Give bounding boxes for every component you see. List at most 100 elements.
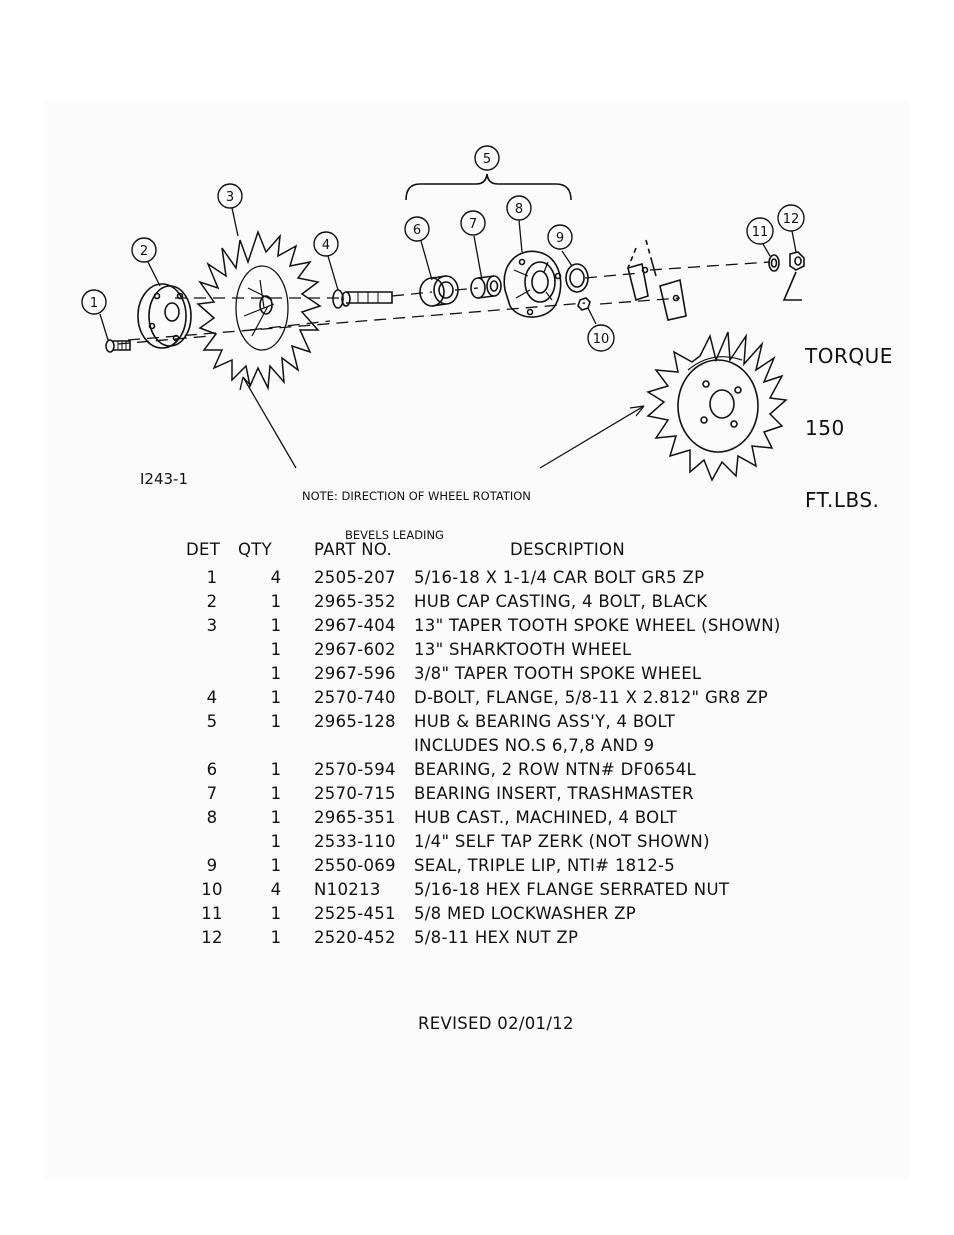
cell-det: 12 [201, 927, 223, 947]
header-qty: QTY [238, 540, 273, 559]
callout-9: 9 [556, 231, 564, 246]
cell-part-no: 2965-351 [314, 807, 396, 827]
bearing-part-6 [419, 275, 459, 307]
cell-det: 9 [206, 855, 218, 875]
cell-description: 5/8 MED LOCKWASHER ZP [414, 903, 637, 923]
cell-description: 1/4" SELF TAP ZERK (NOT SHOWN) [414, 831, 710, 851]
drawing-sheet [44, 100, 910, 1180]
cell-qty: 1 [270, 639, 282, 659]
cell-det: 4 [206, 687, 218, 707]
cell-det: 6 [206, 759, 218, 779]
cell-part-no: 2525-451 [314, 903, 396, 923]
cell-description: SEAL, TRIPLE LIP, NTI# 1812-5 [414, 855, 676, 875]
callout-11-circle [746, 217, 774, 245]
callout-7-circle [460, 210, 486, 236]
rotation-note: NOTE: DIRECTION OF WHEEL ROTATION BEVELS… [302, 464, 531, 555]
table-row: 1 2967-596 3/8" TAPER TOOTH SPOKE WHEEL [186, 661, 781, 685]
frame-arm [627, 239, 687, 321]
callout-6-circle [404, 216, 430, 242]
cell-qty: 4 [270, 567, 282, 587]
callout-10-circle [587, 324, 615, 352]
callout-2: 2 [140, 244, 148, 259]
callout-8-circle [506, 195, 532, 221]
cell-description: BEARING INSERT, TRASHMASTER [414, 783, 694, 803]
cell-part-no: 2570-594 [314, 759, 396, 779]
cell-det: 8 [206, 807, 218, 827]
callout-9-circle [547, 224, 573, 250]
cell-description: 5/8-11 HEX NUT ZP [414, 927, 579, 947]
cell-det: 2 [206, 591, 218, 611]
cell-det [186, 829, 238, 853]
cell-det: 7 [206, 783, 218, 803]
torque-unit: FT.LBS. [805, 488, 880, 512]
cell-part-no: 2505-207 [314, 567, 396, 587]
cell-qty: 1 [270, 615, 282, 635]
hex-nut-part-12 [789, 251, 805, 271]
torque-spec: TORQUE 150 FT.LBS. [805, 296, 893, 536]
header-part-no: PART NO. [314, 540, 393, 559]
cell-part-no: 2965-128 [314, 711, 396, 731]
cell-description: INCLUDES NO.S 6,7,8 AND 9 [414, 735, 655, 755]
cell-qty: 4 [270, 879, 282, 899]
table-row: INCLUDES NO.S 6,7,8 AND 9 [186, 733, 781, 757]
hub-cap-part-2 [137, 283, 192, 349]
cell-part-no: 2520-452 [314, 927, 396, 947]
cell-qty: 1 [270, 783, 282, 803]
cell-part-no: N10213 [314, 879, 381, 899]
callout-4-circle [313, 231, 339, 257]
callout-3: 3 [226, 190, 234, 205]
callout-1: 1 [90, 296, 98, 311]
bearing-insert-part-7 [470, 275, 502, 299]
cell-det [186, 733, 238, 757]
spoke-wheel-part-3 [196, 229, 322, 391]
revision-date: REVISED 02/01/12 [418, 1014, 574, 1033]
assembly-centerlines [117, 261, 771, 345]
spoke-wheel-front-view [646, 331, 788, 482]
cell-description: HUB & BEARING ASS'Y, 4 BOLT [414, 711, 676, 731]
torque-value: 150 [805, 416, 845, 440]
cell-description: 3/8" TAPER TOOTH SPOKE WHEEL [414, 663, 702, 683]
callout-numbers: 1 2 3 4 5 6 7 8 9 10 11 12 [90, 152, 799, 347]
cell-part-no: 2967-404 [314, 615, 396, 635]
torque-leader [782, 271, 802, 301]
torque-label: TORQUE [805, 344, 893, 368]
cell-part-no: 2533-110 [314, 831, 396, 851]
cell-det: 11 [201, 903, 223, 923]
cell-description: BEARING, 2 ROW NTN# DF0654L [414, 759, 697, 779]
assembly-bracket-5 [405, 173, 572, 201]
exploded-assembly-diagram: 1 2 3 4 5 6 7 8 9 10 11 12 [81, 145, 805, 482]
callout-12: 12 [783, 212, 800, 227]
hub-casting-part-8 [503, 250, 562, 318]
cell-det: 5 [206, 711, 218, 731]
note-line-2: BEVELS LEADING [345, 528, 444, 542]
callout-5: 5 [483, 152, 491, 167]
cell-qty: 1 [270, 807, 282, 827]
lockwasher-part-11 [768, 254, 780, 272]
callout-6: 6 [413, 223, 421, 238]
cell-qty: 1 [270, 663, 282, 683]
header-description: DESCRIPTION [510, 540, 625, 559]
callout-5-circle [474, 145, 500, 171]
cell-det [186, 637, 238, 661]
cell-description: 5/16-18 HEX FLANGE SERRATED NUT [414, 879, 730, 899]
cell-qty: 1 [270, 711, 282, 731]
callout-2-circle [131, 237, 157, 263]
callout-leaders [99, 207, 797, 341]
cell-det [186, 661, 238, 685]
d-bolt-part-4 [332, 289, 393, 309]
cell-description: 13" SHARKTOOTH WHEEL [414, 639, 632, 659]
cell-part-no: 2967-596 [314, 663, 396, 683]
table-row: 5 1 2965-128 HUB & BEARING ASS'Y, 4 BOLT [186, 709, 781, 733]
cell-qty: 1 [270, 831, 282, 851]
cell-description: 5/16-18 X 1-1/4 CAR BOLT GR5 ZP [414, 567, 705, 587]
